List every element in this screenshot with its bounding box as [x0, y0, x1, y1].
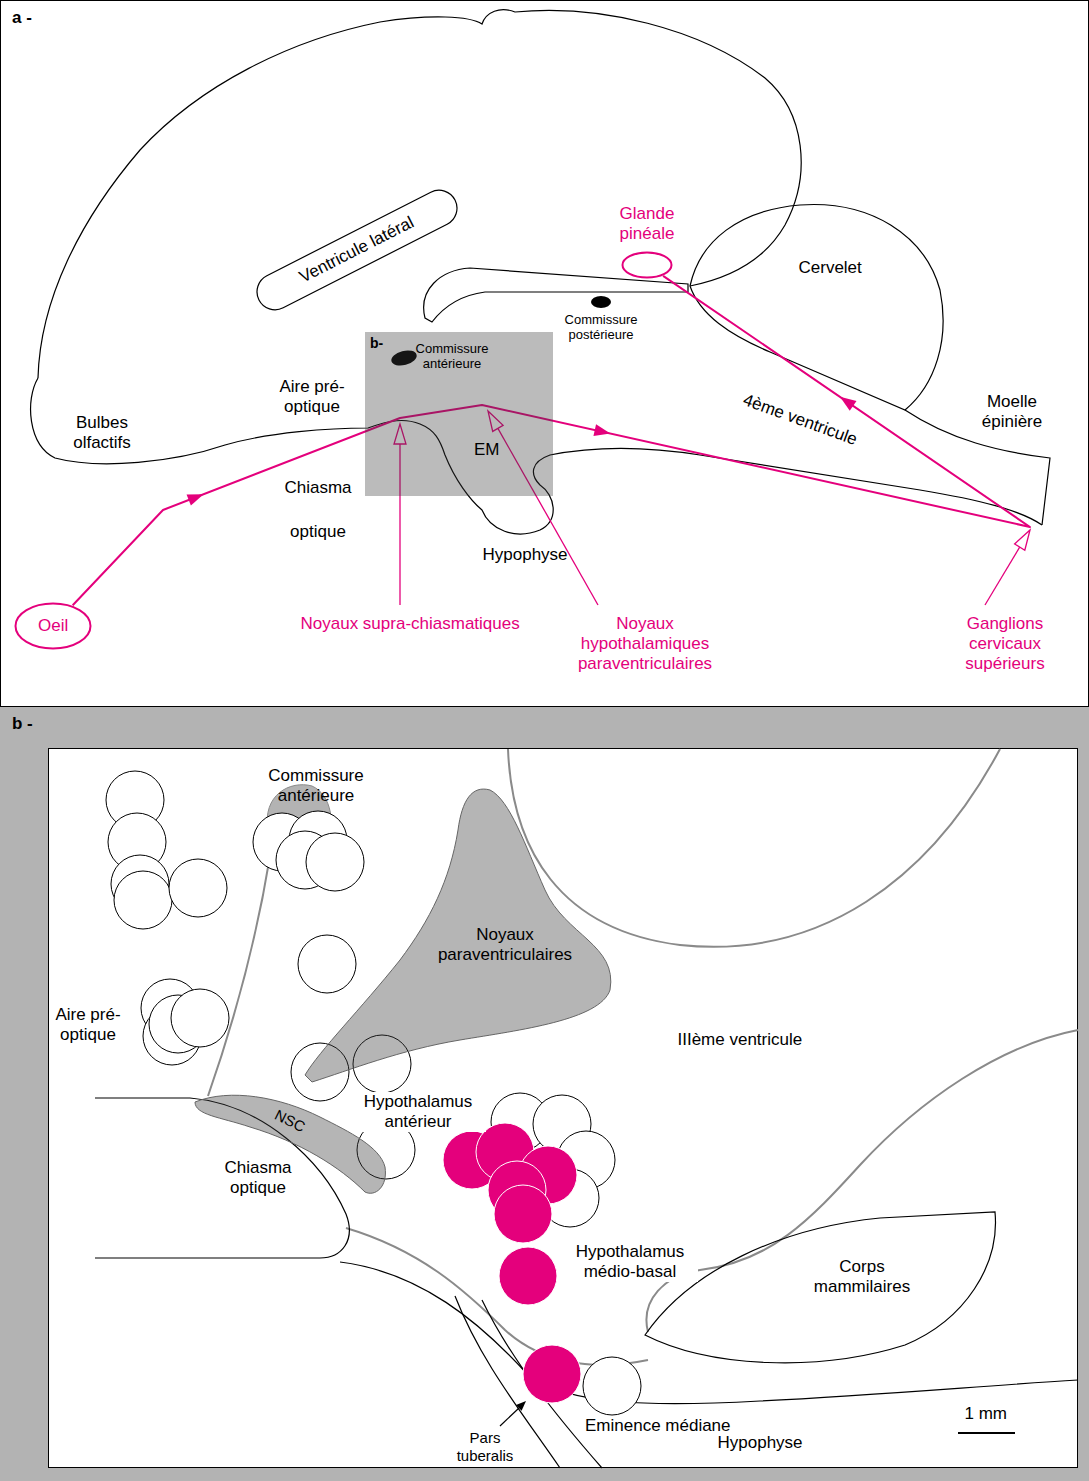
posterior-commissure [591, 296, 611, 308]
lateral-ventricle [251, 184, 463, 316]
structure-label: Commissure antérieure [412, 341, 492, 372]
leader-line [985, 547, 1020, 605]
structure-label: Hypothalamus médio-basal [562, 1242, 698, 1283]
structure-label: Hypophyse [718, 1433, 803, 1453]
arrow-head [187, 494, 204, 505]
structure-label: Aire pré- optique [47, 1005, 129, 1046]
structure-name: Glande pinéale [597, 204, 697, 245]
structure-label: Noyaux supra-chiasmatiques [301, 614, 520, 634]
lesion-circle [114, 871, 172, 929]
pineal-gland: Glande pinéale [597, 204, 697, 279]
eye-ellipse [16, 604, 91, 649]
nucleus-region: Noyaux paraventriculaires [300, 785, 612, 1085]
thalamus-border [508, 749, 1000, 947]
third-ventricle-outline [424, 268, 688, 322]
scale-bar [958, 1432, 1015, 1434]
lesion-circle [169, 859, 227, 917]
structure-label: Commissure antérieure [260, 766, 372, 807]
structure-name: Oeil [38, 616, 68, 636]
panel-letter: a - [12, 8, 32, 28]
pointer-head [516, 1401, 526, 1411]
effective-lesion-circle [499, 1247, 557, 1305]
leader-head [1015, 530, 1030, 550]
mammillary-body-outline [645, 1212, 995, 1363]
structure-label: Pars tuberalis [449, 1429, 521, 1465]
eye: Oeil [14, 602, 92, 650]
cerebrum-outline [38, 10, 801, 378]
nucleus-name: Noyaux paraventriculaires [425, 925, 585, 966]
inset-letter: b- [370, 335, 383, 351]
nucleus-shape [305, 789, 611, 1082]
panel-ground [0, 706, 1089, 1481]
pathway-arrow [73, 276, 1030, 606]
arrow-head [593, 424, 610, 436]
structure-label: Cervelet [799, 258, 862, 278]
structure-label: Moelle épinière [972, 392, 1052, 433]
effective-lesion-circle [523, 1345, 581, 1403]
structure-label: Chiasma optique [213, 1158, 303, 1199]
structure-label: Eminence médiane [585, 1416, 731, 1436]
lesion-circle [583, 1357, 641, 1415]
structure-label: Ganglions cervicaux supérieurs [950, 614, 1060, 675]
structure-label: 1 mm [965, 1404, 1008, 1424]
arrow-head [840, 397, 857, 411]
structure-label: Corps mammilaires [807, 1257, 917, 1298]
third-ventricle-border [647, 1030, 1078, 1332]
effective-lesion-circle [494, 1185, 552, 1243]
structure-label: Hypophyse [483, 545, 568, 565]
structure-label: Noyaux hypothalamiques paraventriculaire… [560, 614, 730, 675]
lesion-circle [171, 989, 229, 1047]
pathway-line [73, 276, 1030, 606]
panel-inner [49, 749, 1078, 1468]
structure-label: Hypothalamus antérieur [350, 1092, 486, 1133]
nucleus-outline [300, 785, 612, 1085]
panel: b -Noyaux paraventriculairesNSC [0, 706, 1089, 1481]
pointer-line [500, 1408, 519, 1426]
structure-label: IIIème ventricule [678, 1030, 803, 1050]
lesion-circle [298, 935, 356, 993]
pineal-outline [621, 251, 673, 279]
lesion-circle [306, 833, 364, 891]
median-eminence-outline [340, 1262, 1078, 1404]
panel: a - Glande pinéale b- Oeil [0, 0, 1089, 707]
structure-label: Ventricule latéral [296, 213, 417, 288]
structure-label: Chiasma optique [277, 466, 359, 554]
structure-label: Bulbes olfactifs [61, 413, 143, 454]
pineal-ellipse [623, 252, 672, 277]
structure-label: Commissure postérieure [561, 312, 641, 343]
structure-label: EM [474, 440, 500, 460]
panel-letter: b - [12, 714, 33, 734]
structure-label: Aire pré- optique [271, 377, 353, 418]
cerebellum-outline [690, 205, 943, 410]
